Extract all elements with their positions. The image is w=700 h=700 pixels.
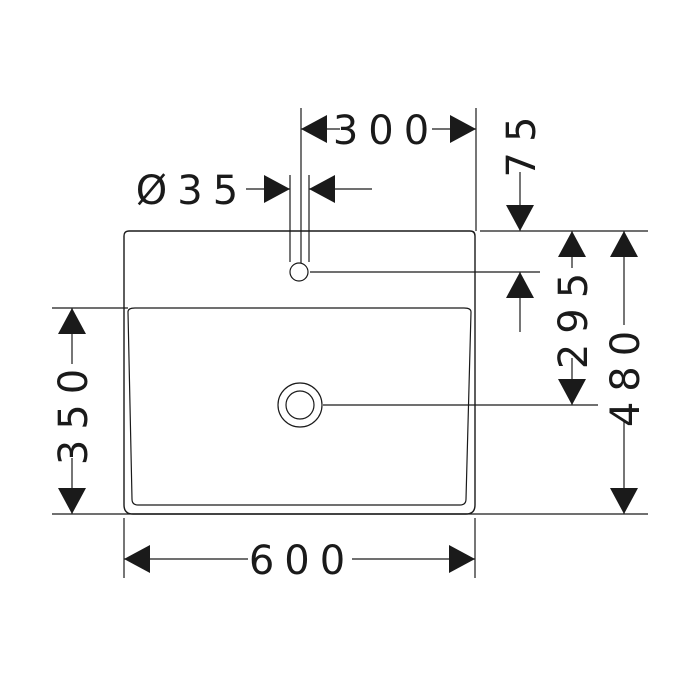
basin-outline xyxy=(123,230,476,515)
dim-295: 295 xyxy=(551,231,597,405)
arrow-right xyxy=(449,545,475,573)
dim-300: 300 xyxy=(301,108,476,154)
tap-hole xyxy=(289,262,309,282)
arrow-up xyxy=(506,272,534,298)
drain-outer xyxy=(277,382,323,428)
arrow-right xyxy=(450,115,476,143)
dim-600: 600 xyxy=(124,538,475,584)
arrow-right xyxy=(264,175,290,203)
basin-bowl xyxy=(127,307,472,506)
arrow-down xyxy=(58,488,86,514)
dim-480: 480 xyxy=(603,231,649,514)
drain-inner xyxy=(285,390,315,420)
dim-300-label: 300 xyxy=(333,108,439,154)
arrow-left xyxy=(309,175,335,203)
arrow-up xyxy=(610,231,638,257)
dim-480-label: 480 xyxy=(603,321,649,427)
arrow-down xyxy=(610,488,638,514)
dim-75: 75 xyxy=(499,107,545,332)
dim-295-label: 295 xyxy=(551,263,597,369)
dim-600-label: 600 xyxy=(249,538,355,584)
extension-lines xyxy=(52,108,648,578)
arrow-left xyxy=(301,115,327,143)
arrow-down xyxy=(506,205,534,231)
arrow-left xyxy=(124,545,150,573)
arrow-down xyxy=(558,379,586,405)
dim-350-label: 350 xyxy=(51,359,97,465)
basin xyxy=(123,230,476,515)
arrow-up xyxy=(58,308,86,334)
dim-75-label: 75 xyxy=(499,107,545,178)
dim-350: 350 xyxy=(51,308,97,514)
dim-tap-diameter: Ø35 xyxy=(136,168,372,214)
dim-diameter-label: Ø35 xyxy=(136,168,248,214)
arrow-up xyxy=(558,231,586,257)
